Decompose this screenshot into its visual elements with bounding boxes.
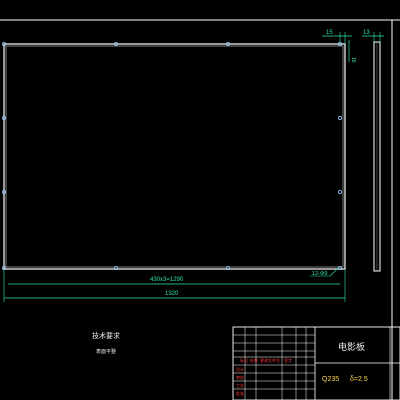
tb-label-6: 工艺: [236, 383, 244, 388]
dim-13-label: 13: [363, 30, 370, 36]
technical-notes: 技术要求 表面平整: [92, 331, 120, 355]
notes-item: 表面平整: [96, 348, 116, 355]
tb-label-4: 设计: [236, 366, 244, 372]
mounting-hole-icon: [2, 189, 7, 194]
tb-label-3: 签字: [284, 357, 292, 363]
title-block[interactable]: 标记 处数 更改文件号 签字 设计 审核 工艺 批准 电影板 Q235 δ=2.…: [232, 326, 400, 400]
plate-inner-outline: [5, 45, 344, 268]
tb-label-2: 更改文件号: [260, 357, 280, 363]
plate-front-view[interactable]: [2, 42, 346, 270]
hole-callout-label: 12-Φ9: [312, 271, 327, 277]
dim-overall-label: 1320: [165, 291, 179, 297]
mounting-holes: [2, 42, 342, 270]
part-name: 电影板: [338, 341, 365, 352]
plate-side-view[interactable]: [373, 41, 381, 272]
mounting-hole-icon: [2, 116, 7, 121]
top-dimensions: 15 13 15: [322, 30, 384, 63]
mounting-hole-icon: [337, 116, 342, 121]
dim-vertical-15-label: 15: [350, 57, 356, 63]
mounting-hole-icon: [2, 42, 7, 47]
mounting-hole-icon: [2, 265, 7, 270]
dim-15-label: 15: [326, 30, 333, 36]
mounting-hole-icon: [114, 42, 119, 47]
thickness-label: δ=2.5: [350, 376, 368, 383]
plate-outline: [3, 43, 346, 270]
material-label: Q235: [322, 376, 339, 383]
title-block-border: [232, 326, 400, 400]
title-block-grid: [233, 327, 315, 400]
tb-label-1: 处数: [250, 357, 258, 363]
notes-heading: 技术要求: [92, 331, 120, 340]
mounting-hole-icon: [225, 265, 230, 270]
mounting-hole-icon: [225, 42, 230, 47]
hole-callout-leader: [329, 267, 339, 277]
tb-label-0: 标记: [240, 357, 248, 363]
mounting-hole-icon: [337, 189, 342, 194]
tb-label-7: 批准: [236, 390, 244, 396]
dim-hole-pattern-label: 430x3=1290: [150, 277, 184, 283]
mounting-hole-icon: [114, 265, 119, 270]
mounting-hole-icon: [337, 265, 342, 270]
bottom-dimensions: 430x3=1290 1320 12-Φ9: [3, 267, 346, 302]
tb-label-5: 审核: [236, 374, 244, 380]
